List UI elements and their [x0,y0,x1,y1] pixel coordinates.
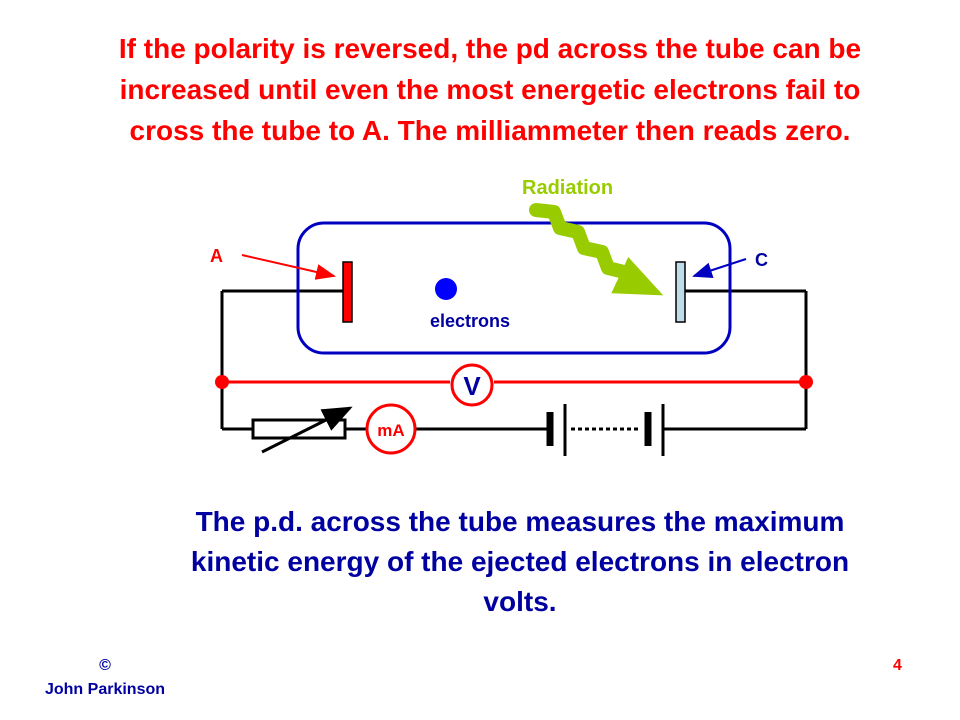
electrons-label: electrons [430,311,510,331]
copyright-symbol: © [99,657,111,674]
voltmeter-label: V [463,371,481,401]
milliammeter-label: mA [377,421,404,440]
radiation-label: Radiation [522,177,613,199]
battery [546,404,665,456]
copyright-notice: © John Parkinson [30,654,180,702]
variable-resistor [251,418,347,440]
voltmeter-symbol [450,363,494,407]
electron-dot [435,278,457,300]
milliammeter-symbol [365,403,417,455]
anode-label: A [210,246,223,266]
junction-dot-right [799,375,813,389]
anode-plate [342,261,353,323]
slide-heading: If the polarity is reversed, the pd acro… [118,33,862,146]
page-number: 4 [893,657,902,674]
cathode-pointer-arrow [692,258,747,279]
circuit-wires [220,289,808,431]
junction-dot-left [215,375,229,389]
cathode-plate [675,261,686,323]
anode-pointer-arrow [241,254,336,280]
radiation-arrow-icon [611,256,664,296]
radiation-wave-icon [529,203,635,289]
author-name: John Parkinson [44,681,166,698]
conclusion-text: The p.d. across the tube measures the ma… [190,506,850,617]
vacuum-tube [296,221,732,355]
cathode-label: C [755,250,768,270]
variable-resistor-arrow [261,406,353,454]
